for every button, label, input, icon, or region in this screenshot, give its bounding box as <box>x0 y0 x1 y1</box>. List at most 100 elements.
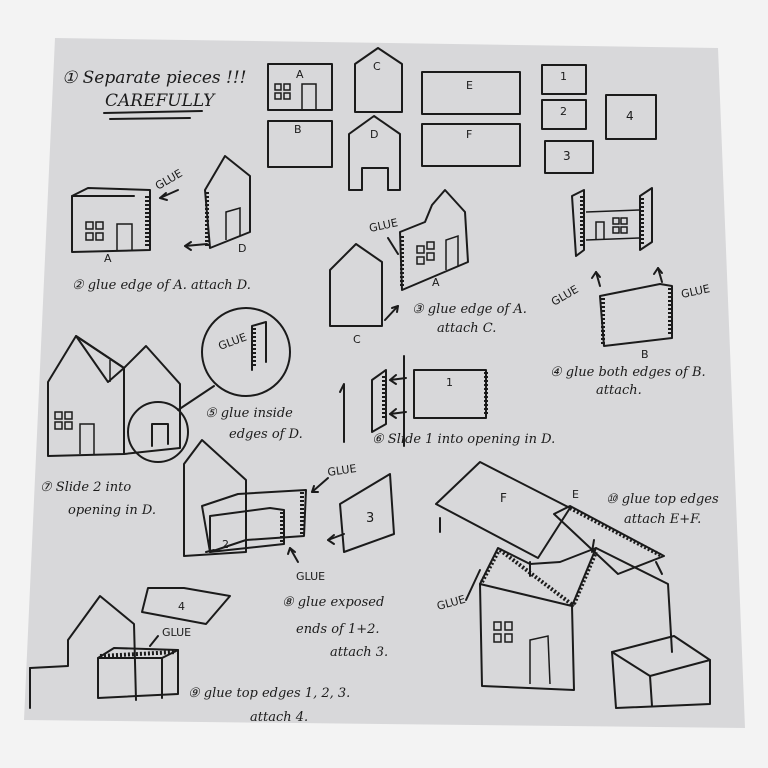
window <box>54 411 63 420</box>
window <box>493 633 502 643</box>
piece-a-window <box>283 92 291 100</box>
piece-a-label: A <box>296 68 304 81</box>
window <box>612 226 620 234</box>
zoom-circle-large <box>201 307 291 397</box>
arrow-head <box>391 305 399 313</box>
house-side <box>595 547 673 653</box>
step-4-text: ④ glue both edges of B. <box>550 365 706 380</box>
wall-c <box>329 243 383 327</box>
window <box>416 256 425 265</box>
step-7: ⑦ Slide 2 into opening in D. <box>40 480 156 518</box>
glue-edge <box>99 650 177 658</box>
door <box>595 221 605 240</box>
door <box>79 423 95 454</box>
arrow-head <box>327 534 335 545</box>
house-side-wall <box>123 345 181 455</box>
arrow-head <box>311 485 319 493</box>
step-1-text: ① Separate pieces !!! <box>62 68 247 88</box>
side-wall-left <box>571 189 585 257</box>
window <box>504 621 513 631</box>
step-8-text-3: attach 3. <box>330 645 388 660</box>
piece-e-label: E <box>466 79 473 92</box>
opening <box>151 423 169 447</box>
window <box>64 421 73 430</box>
piece-3-attach <box>339 473 395 553</box>
arrow <box>387 237 399 255</box>
box-1-2-3 <box>97 647 179 699</box>
arrow-head <box>184 241 192 251</box>
label-1: 1 <box>446 376 453 389</box>
window <box>426 252 435 261</box>
step-10: F E GLUE ⑩ glue top edges attach E+F. <box>435 461 719 709</box>
piece-1 <box>541 64 587 95</box>
wall-d-slot <box>371 369 387 433</box>
window <box>620 217 628 225</box>
label-4: 4 <box>178 600 185 613</box>
wall-d-opening <box>225 207 241 240</box>
step-10-text: ⑩ glue top edges <box>606 492 719 507</box>
zoom-circle-small <box>127 401 189 463</box>
label-f: F <box>500 491 507 505</box>
window <box>612 217 620 225</box>
window <box>85 221 94 230</box>
step-4-text-2: attach. <box>596 383 642 398</box>
glue-label: GLUE <box>327 462 358 479</box>
arrow-head <box>653 267 663 275</box>
arrow <box>384 305 399 321</box>
glue-label: GLUE <box>296 570 325 583</box>
door <box>116 223 133 250</box>
step-3: C A GLUE ③ glue edge of A. attach C. <box>329 189 527 346</box>
wall-d-edge <box>339 383 345 443</box>
piece-c <box>354 47 403 113</box>
arrow-head <box>159 192 168 201</box>
step-9-text: ⑨ glue top edges 1, 2, 3. <box>188 686 350 701</box>
step-3-text-2: attach C. <box>437 321 496 336</box>
annex-top <box>611 651 651 677</box>
step-3-text: ③ glue edge of A. <box>412 302 527 317</box>
arrow <box>389 411 407 415</box>
piece-f-label: F <box>466 128 472 141</box>
annex-top-2 <box>649 659 711 677</box>
window <box>620 226 628 234</box>
piece-1-label: 1 <box>560 70 567 83</box>
piece-a <box>267 63 333 111</box>
door <box>445 234 459 270</box>
label-3: 3 <box>366 511 374 526</box>
piece-c-label: C <box>373 60 381 73</box>
arrow-head <box>591 271 601 279</box>
piece-4-roof <box>141 587 231 625</box>
piece-2 <box>541 99 587 130</box>
piece-b <box>267 120 333 168</box>
step-6: 1 ⑥ Slide 1 into opening in D. <box>339 355 555 447</box>
piece-d-label: D <box>370 128 378 141</box>
glue-edge <box>572 551 598 605</box>
window <box>54 421 63 430</box>
arrow-head <box>389 408 397 419</box>
house-roofline <box>479 583 573 607</box>
glue-edge <box>498 548 576 608</box>
step-5-text: ⑤ glue inside <box>205 406 293 421</box>
step-9-text-2: attach 4. <box>250 710 308 725</box>
piece-2-inserted <box>209 507 285 553</box>
window <box>426 241 435 250</box>
piece-a-window <box>274 83 282 91</box>
step-1-emphasis: CAREFULLY <box>105 91 216 111</box>
box-top-side <box>161 649 179 659</box>
window <box>416 245 425 254</box>
window <box>95 232 104 241</box>
step-10-text-2: attach E+F. <box>624 512 701 527</box>
piece-a-window <box>283 83 291 91</box>
window <box>85 232 94 241</box>
step-7-text-2: opening in D. <box>68 503 156 518</box>
arrow <box>205 549 215 553</box>
step-6-text: ⑥ Slide 1 into opening in D. <box>372 432 555 447</box>
glue-edge <box>569 506 663 558</box>
piece-b-label: B <box>294 123 302 136</box>
wall-a <box>71 187 151 253</box>
step-4: B GLUE GLUE ④ glue both edges of B. atta… <box>549 187 711 398</box>
arrow <box>184 243 208 247</box>
arrow-head <box>287 547 296 555</box>
step-5-text-2: edges of D. <box>229 427 303 442</box>
wall-a-angled <box>399 189 469 291</box>
